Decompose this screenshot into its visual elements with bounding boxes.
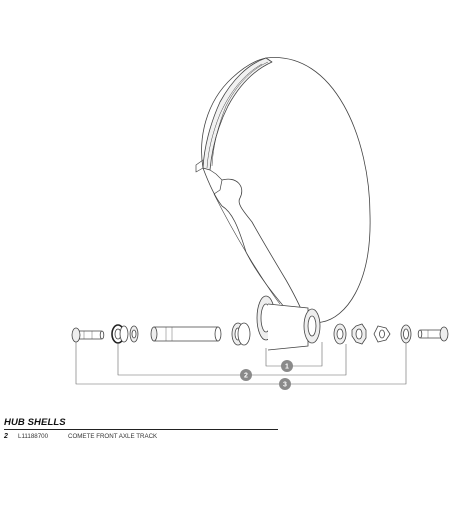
callout-1: 1: [281, 360, 293, 372]
disc-spoke-shadow: [213, 193, 281, 305]
left-seal-ring: [111, 324, 129, 344]
part-description: COMETE FRONT AXLE TRACK: [68, 433, 158, 440]
right-axle-bolt: [417, 326, 449, 342]
exploded-parts: [71, 322, 449, 346]
disc-wheel: [195, 57, 371, 327]
callout-2-bracket: [117, 344, 347, 376]
callout-2-label: 2: [244, 373, 248, 380]
part-row: 2 L11188700 COMETE FRONT AXLE TRACK: [4, 433, 278, 440]
right-washer: [400, 324, 412, 344]
part-code: L11188700: [18, 433, 49, 440]
hub-body: [267, 303, 309, 351]
callout-2: 2: [240, 369, 252, 381]
section-title: HUB SHELLS: [4, 417, 278, 430]
callout-3-label: 3: [283, 382, 287, 389]
hub-center: [256, 295, 321, 351]
callout-3: 3: [279, 378, 291, 390]
right-hex-nut: [351, 323, 367, 345]
parts-table: HUB SHELLS 2 L11188700 COMETE FRONT AXLE…: [4, 417, 278, 440]
rim-edge-line: [206, 63, 263, 169]
disc-sidewall: [221, 178, 305, 317]
rim-inner-line: [211, 61, 269, 167]
left-axle-bolt: [71, 327, 105, 343]
callout-1-bracket: [265, 342, 323, 367]
left-washer: [129, 325, 139, 343]
right-cone: [373, 325, 391, 343]
axle-shaft: [150, 326, 222, 342]
callout-3-bracket: [75, 342, 407, 385]
right-bearing: [333, 323, 347, 345]
part-index: 2: [4, 433, 8, 440]
left-bearing: [231, 322, 251, 346]
callout-1-label: 1: [285, 364, 289, 371]
exploded-hub-diagram: 1 2 3: [71, 57, 449, 390]
callout-circles: 1 2 3: [240, 360, 293, 390]
hub-flange-right-inner: [307, 315, 317, 337]
callout-lines: [75, 342, 407, 385]
